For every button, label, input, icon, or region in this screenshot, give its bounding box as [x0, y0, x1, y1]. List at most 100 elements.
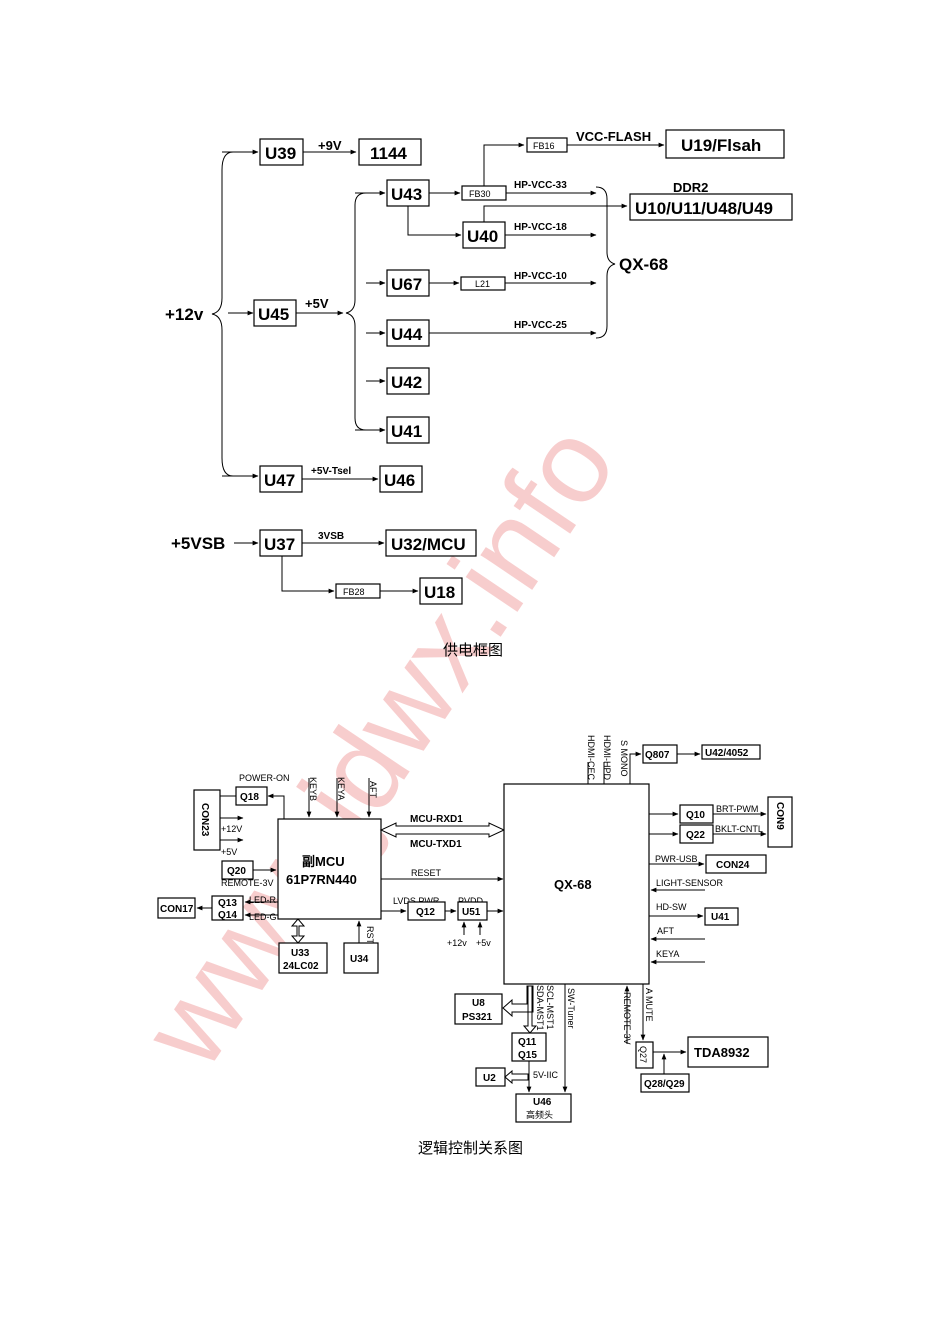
hdmi-hpd-label: HDMI-HPD: [602, 735, 612, 780]
qx68-power-label: QX-68: [619, 255, 668, 274]
aft-label: AFT: [368, 781, 378, 799]
u40-label: U40: [467, 227, 498, 246]
logic-caption: 逻辑控制关系图: [418, 1139, 523, 1157]
q11-q15-box: [511, 1032, 547, 1062]
u42-4052-label: U42/4052: [705, 748, 749, 759]
u46-tuner-box: [515, 1093, 572, 1123]
u8-box: [454, 993, 503, 1025]
logic-control-diagram: 副MCU 61P7RN440 POWER-ON Q18 KEYB KEYA AF…: [157, 735, 793, 1157]
u43-label: U43: [391, 185, 422, 204]
keya-qx-label: KEYA: [656, 949, 679, 959]
label-1144: 1144: [370, 144, 407, 163]
u2-bus-arrow: [504, 1069, 529, 1085]
u41-logic-box: [704, 907, 739, 926]
rst-label: RST: [365, 926, 375, 945]
input-12v-label: +12v: [165, 305, 204, 324]
keya-label: KEYA: [336, 777, 346, 800]
3vsb-label: 3VSB: [318, 531, 344, 542]
u34-label: U34: [350, 954, 369, 965]
box-1144: [358, 138, 422, 166]
fb16-label: FB16: [533, 141, 555, 151]
plus5v-logic-label: +5V: [221, 847, 237, 857]
u37-label: U37: [264, 535, 295, 554]
u67-box: [386, 269, 430, 297]
con24-box: [705, 854, 767, 874]
hp-vcc-18-label: HP-VCC-18: [514, 222, 567, 233]
u32-label: U32/MCU: [391, 535, 466, 554]
sub-mcu-box: [277, 818, 382, 920]
tuner-label: 高频头: [526, 1109, 553, 1120]
mcu-rxd1-label: MCU-RXD1: [410, 814, 463, 825]
u18-label: U18: [424, 583, 455, 602]
u41-box: [386, 416, 430, 444]
q12-label: Q12: [416, 907, 435, 918]
u44-label: U44: [391, 325, 423, 344]
hdmi-cec-label: HDMI-CEC: [586, 735, 596, 780]
watermark-text: www.jdwx.info: [117, 401, 641, 1090]
u19-label: U19/Flsah: [681, 136, 761, 155]
u47-label: U47: [264, 471, 295, 490]
u67-label: U67: [391, 275, 422, 294]
main-brace: [211, 151, 234, 477]
con23-label: CON23: [199, 803, 210, 837]
u43-box: [386, 179, 430, 207]
q11-bus-arrow: [522, 985, 538, 1034]
remote-3v-label: REMOTE-3V: [221, 878, 274, 888]
power-caption: 供电框图: [443, 641, 503, 659]
u32-box: [385, 529, 477, 557]
u42-box: [386, 367, 430, 395]
five-volt-brace: [345, 192, 367, 431]
q15-label: Q15: [518, 1050, 537, 1061]
u33-box: [278, 942, 328, 974]
u42-label: U42: [391, 373, 422, 392]
u51-label: U51: [462, 907, 481, 918]
con23-box: [193, 789, 221, 851]
con9-label: CON9: [774, 802, 785, 830]
pvdd-label: PVDD: [458, 896, 484, 906]
u19-box: [665, 129, 785, 159]
u8-part-label: PS321: [462, 1012, 492, 1023]
qx68-brace: [595, 186, 616, 339]
u33-label: U33: [291, 948, 310, 959]
u47-box: [259, 465, 303, 493]
con17-box: [157, 897, 196, 919]
q11-label: Q11: [518, 1037, 537, 1048]
u42-4052-box: [701, 744, 761, 760]
plus12v-u51-label: +12v: [447, 938, 467, 948]
q13-label: Q13: [218, 898, 237, 909]
power-on-label: POWER-ON: [239, 773, 290, 783]
con17-label: CON17: [160, 904, 194, 915]
u46-label: U46: [384, 471, 415, 490]
u41-logic-label: U41: [711, 912, 730, 923]
input-5vsb-label: +5VSB: [171, 534, 225, 553]
5v-iic-label: 5V-IIC: [533, 1070, 559, 1080]
u18-box: [419, 577, 463, 605]
plus9v-label: +9V: [318, 138, 342, 153]
bklt-cntl-label: BKLT-CNTL: [715, 824, 763, 834]
power-supply-diagram: +12v U39 +9V 1144 U45 +5V U43 U67 U44 U4…: [165, 129, 793, 659]
q22-label: Q22: [686, 830, 705, 841]
hp-vcc-10-label: HP-VCC-10: [514, 271, 567, 282]
q27-box: [635, 1041, 654, 1069]
u41-label: U41: [391, 422, 422, 441]
light-sensor-label: LIGHT-SENSOR: [656, 878, 724, 888]
tda8932-box: [687, 1036, 769, 1068]
u46-box: [379, 465, 423, 493]
con9-box: [767, 796, 793, 848]
remote-3v-qx-label: REMOTE-3V: [622, 992, 632, 1045]
fb28-label: FB28: [343, 587, 365, 597]
u8-label: U8: [472, 998, 485, 1009]
u39-box: [259, 138, 304, 166]
q28-q29-box: [640, 1073, 690, 1093]
q13-q14-box: [211, 895, 244, 921]
ddr2-label: DDR2: [673, 180, 708, 195]
sw-tuner-label: SW-Tuner: [566, 988, 576, 1029]
fb30-label: FB30: [469, 189, 491, 199]
qx68-box: [503, 783, 650, 985]
u46-logic-label: U46: [533, 1097, 552, 1108]
q18-label: Q18: [240, 792, 259, 803]
u2-label: U2: [483, 1073, 496, 1084]
hd-sw-label: HD-SW: [656, 902, 687, 912]
scl-mst1-label: SCL-MST1: [545, 985, 555, 1030]
